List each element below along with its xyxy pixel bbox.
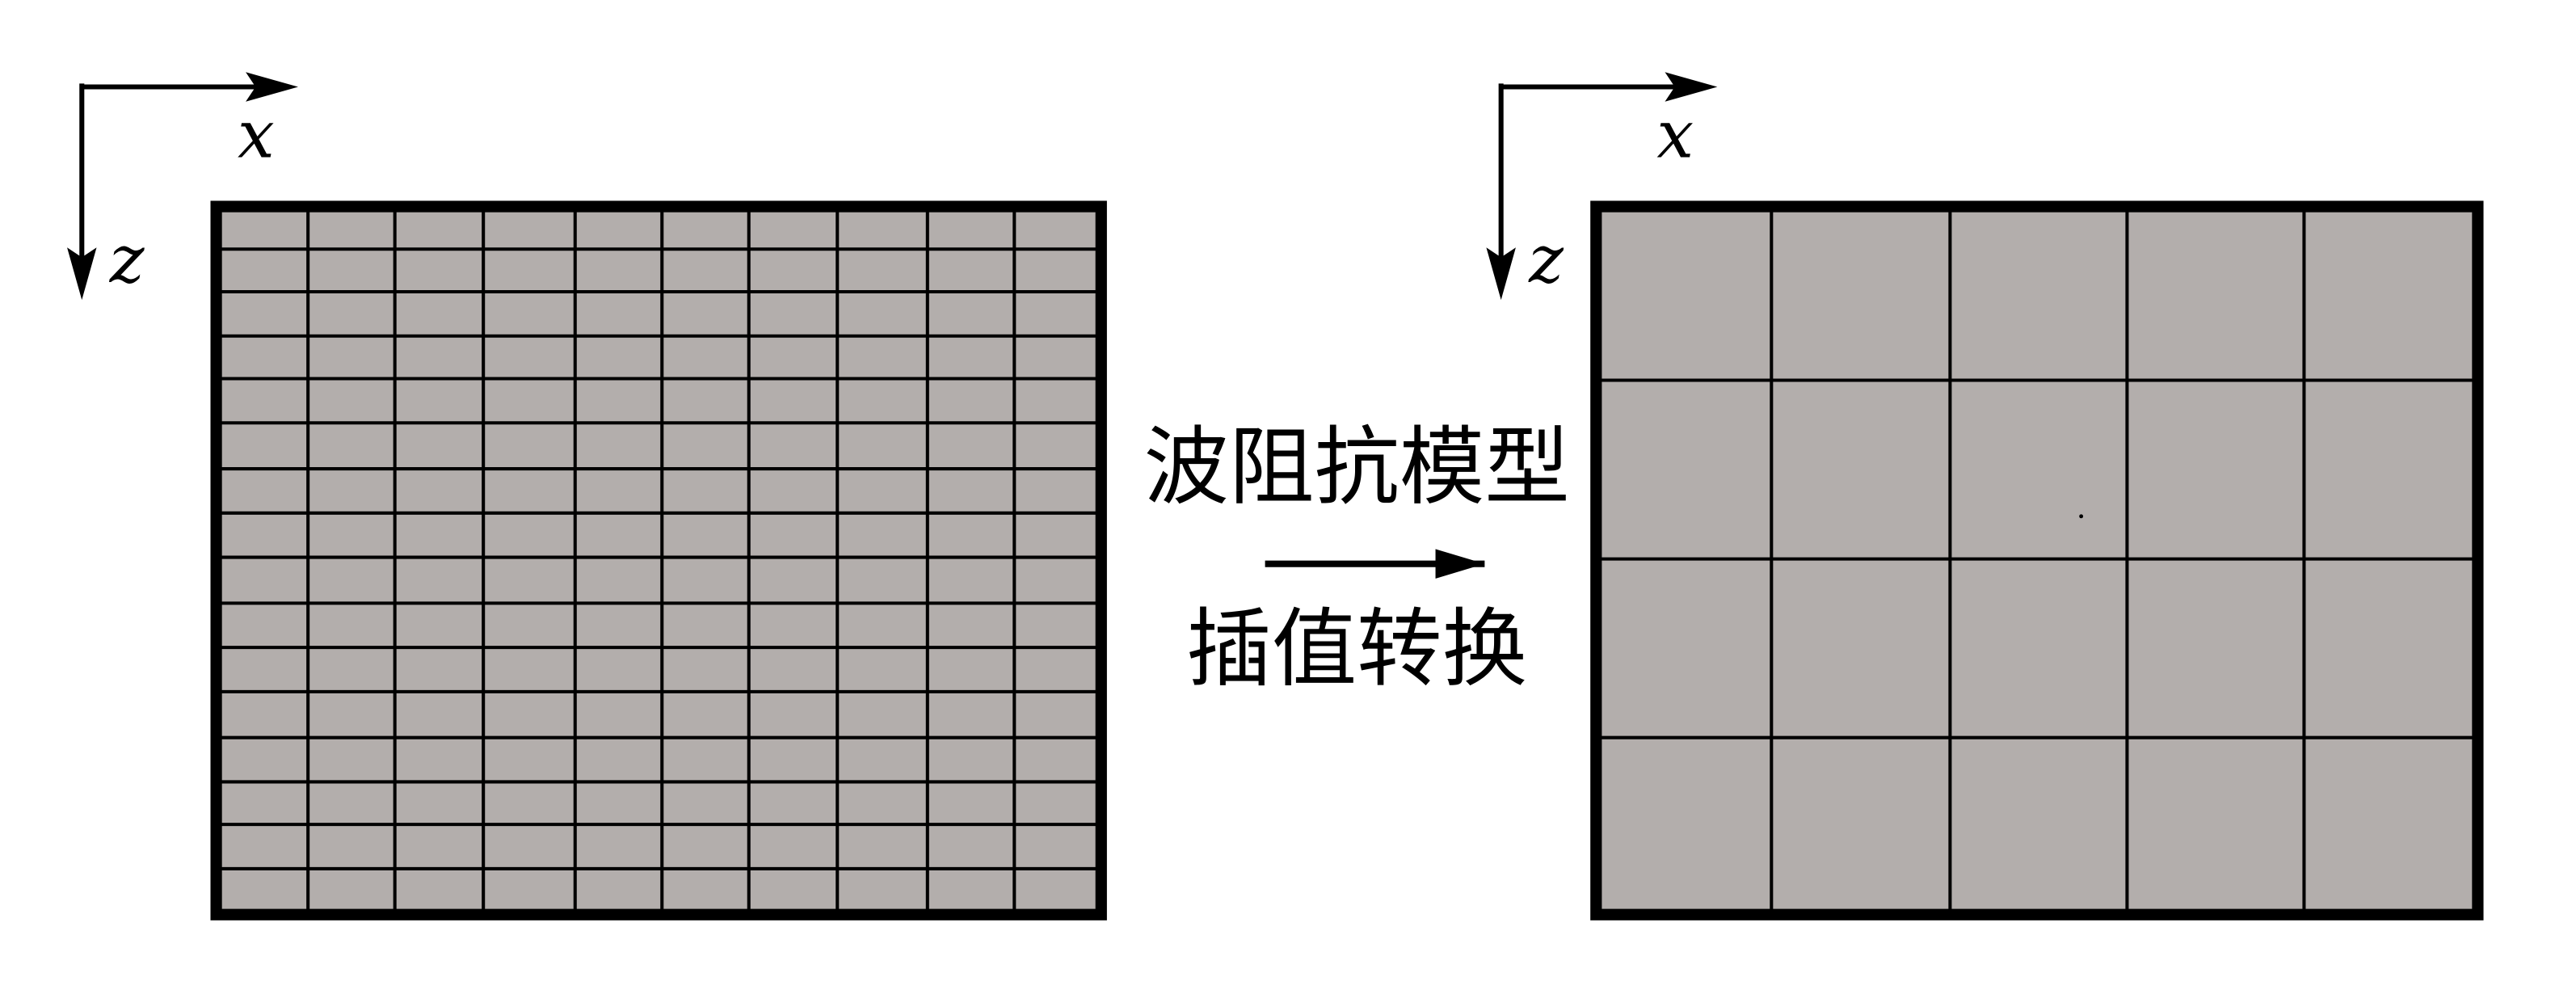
left-axes: x z xyxy=(67,72,298,301)
transform-annotation: 波阻抗模型 插值转换 xyxy=(1144,418,1570,699)
right-z-arrowhead xyxy=(1486,247,1516,301)
right-coarse-grid xyxy=(1590,200,2484,920)
left-z-label: z xyxy=(109,222,145,298)
speck-mark xyxy=(2079,514,2084,519)
left-fine-grid xyxy=(210,200,1107,920)
right-x-arrowhead xyxy=(1665,72,1718,102)
interpolation-label: 插值转换 xyxy=(1186,600,1527,699)
right-grid-border xyxy=(1590,200,2484,920)
right-z-label: z xyxy=(1528,222,1564,298)
left-grid-fill xyxy=(216,206,1101,915)
right-axes: x z xyxy=(1486,72,1718,301)
right-x-label: x xyxy=(1656,98,1694,174)
left-x-label: x xyxy=(238,98,275,174)
impedance-model-label: 波阻抗模型 xyxy=(1144,418,1570,517)
left-x-arrowhead xyxy=(246,72,298,102)
left-z-arrowhead xyxy=(67,247,97,301)
left-grid-border xyxy=(210,200,1107,920)
